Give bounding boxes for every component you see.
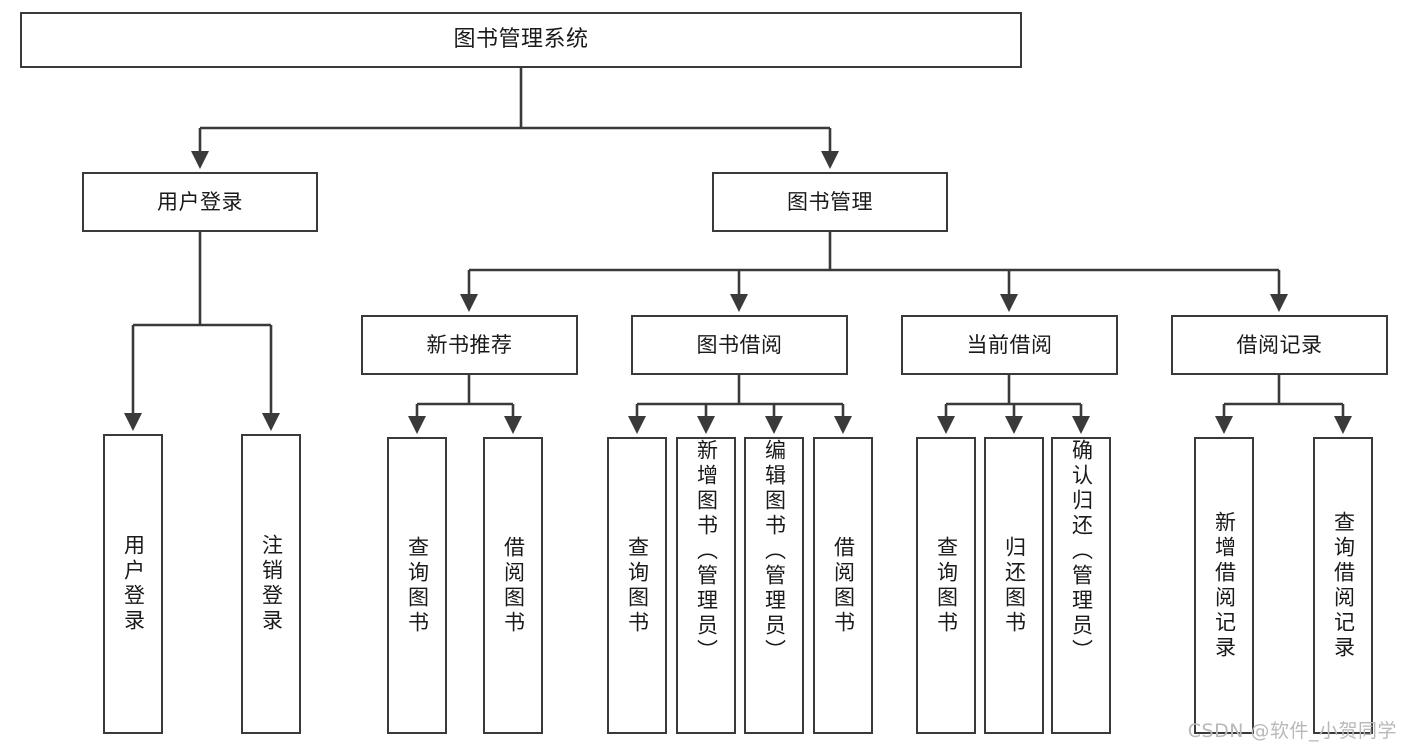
leaf-label: 查询图书 <box>405 535 430 636</box>
node-user-login[interactable]: 用户登录 <box>82 172 318 232</box>
leaf-add-borrow-record[interactable]: 新增借阅记录 <box>1194 437 1254 734</box>
leaf-label: 新增借阅记录 <box>1212 510 1237 661</box>
leaf-confirm-return-admin[interactable]: 确认归还（管理员） <box>1051 437 1111 734</box>
node-label: 图书管理 <box>787 189 873 214</box>
node-book-borrow[interactable]: 图书借阅 <box>631 315 848 375</box>
leaf-add-book-admin[interactable]: 新增图书（管理员） <box>676 437 736 734</box>
node-label: 借阅记录 <box>1236 332 1323 357</box>
leaf-logout[interactable]: 注销登录 <box>241 434 301 734</box>
leaf-edit-book-admin[interactable]: 编辑图书（管理员） <box>744 437 804 734</box>
leaf-label: 借阅图书 <box>501 535 526 636</box>
leaf-query-book-newbook[interactable]: 查询图书 <box>387 437 447 734</box>
leaf-borrow-book-newbook[interactable]: 借阅图书 <box>483 437 543 734</box>
watermark: CSDN @软件_小贺同学 <box>1187 720 1397 742</box>
node-label: 用户登录 <box>157 189 243 214</box>
node-label: 图书借阅 <box>696 332 783 357</box>
node-book-management-system[interactable]: 图书管理系统 <box>20 12 1022 68</box>
node-borrow-records[interactable]: 借阅记录 <box>1171 315 1388 375</box>
leaf-query-book-current[interactable]: 查询图书 <box>916 437 976 734</box>
node-label: 新书推荐 <box>426 332 513 357</box>
leaf-label: 归还图书 <box>1002 535 1027 636</box>
leaf-label: 注销登录 <box>259 534 284 634</box>
leaf-label: 查询图书 <box>625 535 650 636</box>
leaf-user-login[interactable]: 用户登录 <box>103 434 163 734</box>
leaf-return-book[interactable]: 归还图书 <box>984 437 1044 734</box>
leaf-label: 编辑图书（管理员） <box>762 439 787 664</box>
leaf-label: 借阅图书 <box>831 535 856 636</box>
leaf-label: 用户登录 <box>121 534 146 634</box>
leaf-label: 确认归还（管理员） <box>1069 439 1094 664</box>
leaf-label: 查询图书 <box>934 535 959 636</box>
leaf-query-borrow-record[interactable]: 查询借阅记录 <box>1313 437 1373 734</box>
node-book-management[interactable]: 图书管理 <box>712 172 948 232</box>
leaf-query-book-borrow[interactable]: 查询图书 <box>607 437 667 734</box>
node-label: 当前借阅 <box>966 332 1053 357</box>
leaf-label: 新增图书（管理员） <box>694 439 719 664</box>
node-label: 图书管理系统 <box>453 27 589 53</box>
leaf-label: 查询借阅记录 <box>1331 510 1356 661</box>
node-current-borrow[interactable]: 当前借阅 <box>901 315 1118 375</box>
node-new-book-recommend[interactable]: 新书推荐 <box>361 315 578 375</box>
leaf-borrow-book[interactable]: 借阅图书 <box>813 437 873 734</box>
